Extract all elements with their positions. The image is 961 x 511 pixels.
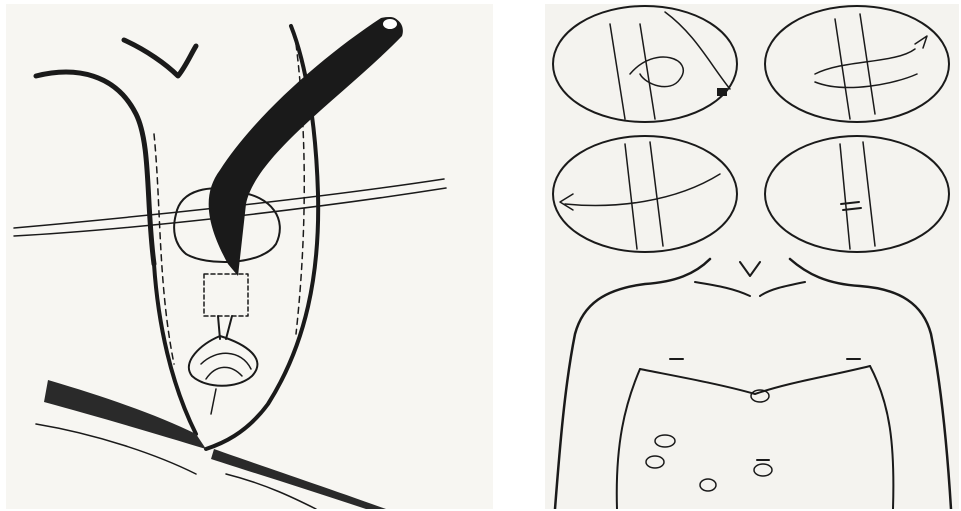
inset-1 bbox=[553, 6, 737, 122]
torso-outline bbox=[555, 259, 951, 509]
port-mark bbox=[700, 479, 716, 491]
right-illustration-svg bbox=[545, 4, 959, 509]
inset-2 bbox=[765, 6, 949, 122]
right-illustration bbox=[545, 4, 959, 509]
bottom-band-left bbox=[44, 380, 206, 449]
instrument-tip-highlight bbox=[382, 18, 398, 30]
left-canal-wall bbox=[154, 264, 196, 434]
inset-4 bbox=[765, 136, 949, 252]
left-illustration-svg bbox=[6, 4, 493, 509]
upper-hook-contour bbox=[124, 40, 196, 76]
inset-3 bbox=[553, 136, 737, 252]
port-mark bbox=[655, 435, 675, 447]
tube-segment bbox=[204, 274, 248, 316]
upper-left-contour bbox=[36, 72, 154, 264]
port-mark bbox=[646, 456, 664, 468]
waist-right bbox=[870, 366, 893, 509]
black-instrument bbox=[209, 17, 403, 276]
costal-margin bbox=[640, 366, 870, 394]
port-mark bbox=[754, 464, 772, 476]
left-illustration bbox=[6, 4, 493, 509]
knot-balloon bbox=[189, 336, 258, 386]
waist-left bbox=[617, 369, 640, 509]
clavicles bbox=[695, 262, 805, 296]
